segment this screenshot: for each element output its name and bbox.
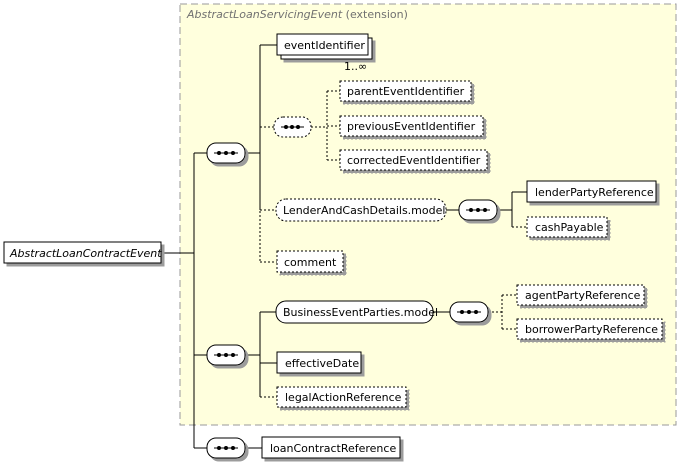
parent-event-identifier-element: parentEventIdentifier [339, 80, 472, 102]
business-event-parties-model-label: BusinessEventParties.model [283, 306, 438, 319]
effective-date-label: effectiveDate [285, 357, 359, 370]
sequence-compositor-parties [449, 301, 489, 323]
agent-party-reference-element: agentPartyReference [516, 284, 645, 306]
lender-party-reference-label: lenderPartyReference [535, 186, 654, 199]
corrected-event-identifier-label: correctedEventIdentifier [347, 154, 481, 167]
loan-contract-reference-element: loanContractReference [261, 436, 401, 459]
cash-payable-label: cashPayable [535, 221, 604, 234]
legal-action-reference-label: legalActionReference [285, 391, 402, 404]
agent-party-reference-label: agentPartyReference [525, 289, 641, 302]
borrower-party-reference-element: borrowerPartyReference [516, 318, 663, 340]
sequence-compositor-lender [458, 199, 498, 221]
event-identifier-element: eventIdentifier 1..∞ [276, 33, 373, 73]
connector-lines [162, 44, 527, 449]
sequence-compositor-lower [206, 344, 246, 366]
previous-event-identifier-element: previousEventIdentifier [339, 115, 484, 137]
lender-and-cash-details-model-label: LenderAndCashDetails.model [283, 204, 445, 217]
lender-and-cash-details-model-group: LenderAndCashDetails.model [275, 198, 447, 222]
sequence-compositor-upper [206, 142, 246, 164]
lender-party-reference-element: lenderPartyReference [526, 180, 657, 203]
parent-event-identifier-label: parentEventIdentifier [347, 85, 465, 98]
extension-title: AbstractLoanServicingEvent (extension) [186, 8, 408, 21]
sequence-compositor-bottom [206, 437, 246, 459]
borrower-party-reference-label: borrowerPartyReference [525, 323, 658, 336]
event-identifier-label: eventIdentifier [284, 39, 365, 52]
corrected-event-identifier-element: correctedEventIdentifier [339, 149, 488, 171]
loan-contract-reference-label: loanContractReference [270, 442, 396, 455]
business-event-parties-model-group: BusinessEventParties.model [275, 300, 438, 324]
previous-event-identifier-label: previousEventIdentifier [347, 120, 476, 133]
comment-element: comment [276, 250, 344, 273]
optional-choice-compositor [273, 116, 312, 138]
comment-label: comment [284, 256, 337, 269]
effective-date-element: effectiveDate [276, 351, 362, 374]
event-identifier-cardinality: 1..∞ [344, 60, 367, 73]
cash-payable-element: cashPayable [526, 216, 608, 238]
root-element-box: AbstractLoanContractEvent [3, 241, 162, 264]
legal-action-reference-element: legalActionReference [276, 386, 407, 408]
root-element-label: AbstractLoanContractEvent [9, 247, 162, 260]
